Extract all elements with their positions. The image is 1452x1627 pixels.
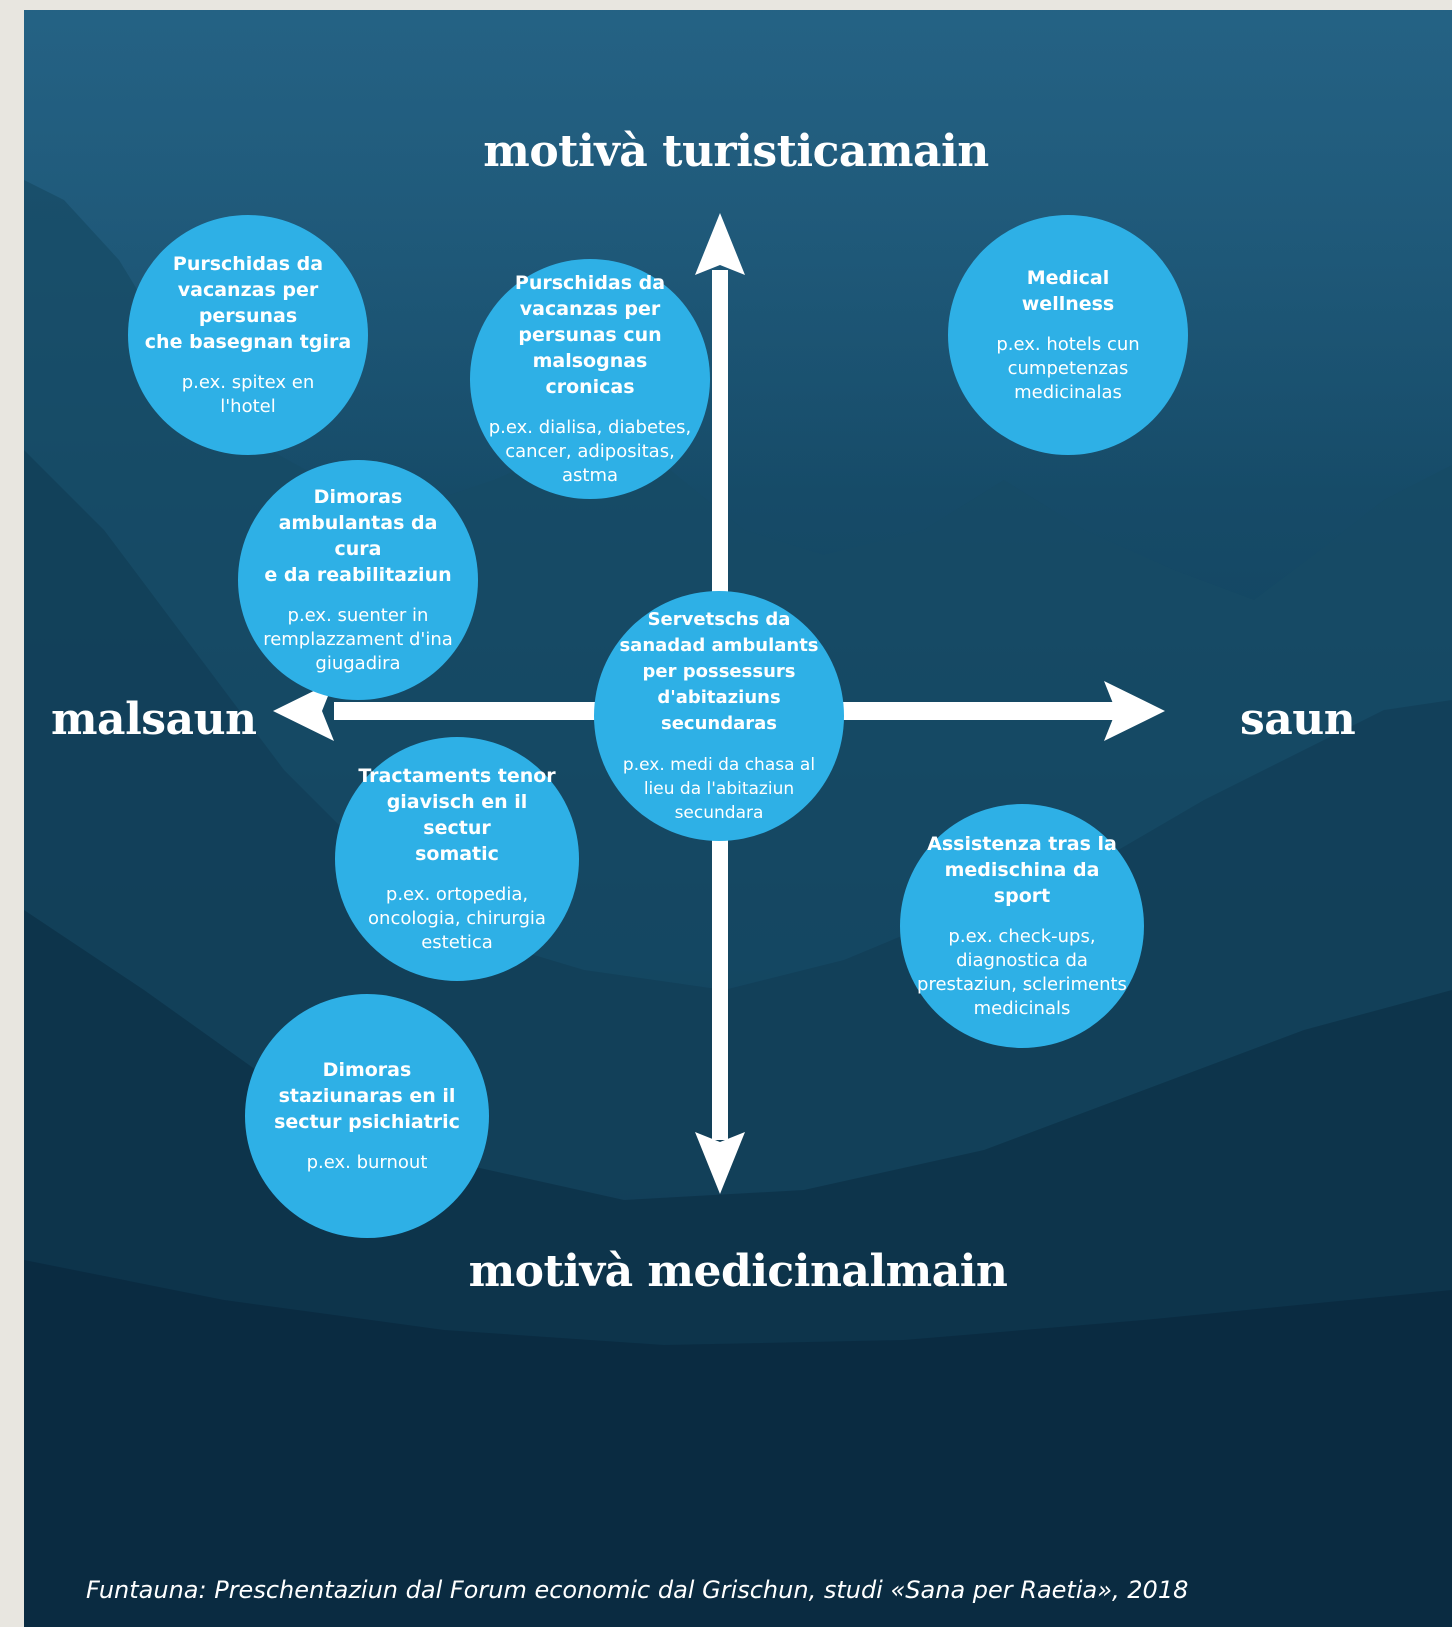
- bubble-dimoras-cura: Dimoras ambulantas da cura e da reabilit…: [238, 460, 478, 700]
- bubble-medical-wellness: Medical wellness p.ex. hotels cun cumpet…: [948, 215, 1188, 455]
- bubble-example: p.ex. suenter in remplazzament d'ina giu…: [263, 605, 453, 674]
- bubble-title: Dimoras ambulantas da cura e da reabilit…: [264, 486, 452, 586]
- bubble-example: p.ex. check-ups, diagnostica da prestazi…: [917, 926, 1127, 1019]
- bubble-tractaments: Tractaments tenor giavisch en il sectur …: [335, 737, 579, 981]
- arrow-up-head: [695, 213, 745, 275]
- axis-label-top: motivà turisticamain: [483, 126, 989, 177]
- axis-label-bottom: motivà medicinalmain: [468, 1246, 1008, 1297]
- arrow-down-head: [695, 1132, 745, 1194]
- bubble-title: Assistenza tras la medischina da sport: [927, 833, 1117, 907]
- bubble-title: Servetschs da sanadad ambulants per poss…: [619, 609, 819, 734]
- axis-label-left: malsaun: [51, 694, 257, 745]
- source-footnote: Funtauna: Preschentaziun dal Forum econo…: [86, 1576, 1189, 1604]
- bubble-servetschs: Servetschs da sanadad ambulants per poss…: [594, 591, 844, 841]
- bubble-example: p.ex. spitex en l'hotel: [181, 372, 315, 417]
- bubble-assistenza: Assistenza tras la medischina da sport p…: [900, 804, 1144, 1048]
- bubble-vacanzas-cronicas: Purschidas da vacanzas per persunas cun …: [470, 259, 710, 499]
- diagram-panel: motivà turisticamain motivà medicinalmai…: [24, 10, 1452, 1627]
- bubble-example: p.ex. medi da chasa al lieu da l'abitazi…: [622, 755, 816, 823]
- bubble-example: p.ex. dialisa, diabetes, cancer, adiposi…: [488, 417, 692, 486]
- bubble-title: Medical wellness: [1021, 267, 1115, 315]
- arrow-right-head: [1104, 681, 1165, 741]
- bubble-title: Tractaments tenor giavisch en il sectur …: [358, 765, 556, 865]
- arrow-left-head: [273, 681, 334, 741]
- bubble-title: Purschidas da vacanzas per persunas cun …: [514, 272, 666, 398]
- bubble-example: p.ex. burnout: [306, 1152, 428, 1173]
- bubble-dimoras-psichiatric: Dimoras staziunaras en il sectur psichia…: [245, 994, 489, 1238]
- bubble-example: p.ex. ortopedia, oncologia, chirurgia es…: [368, 884, 546, 953]
- axis-label-right: saun: [1240, 694, 1356, 745]
- bubble-example: p.ex. hotels cun cumpetenzas medicinalas: [996, 334, 1140, 403]
- bubble-title: Purschidas da vacanzas per persunas che …: [144, 253, 352, 353]
- bubble-vacanzas-tgira: Purschidas da vacanzas per persunas che …: [128, 215, 368, 455]
- bubble-title: Dimoras staziunaras en il sectur psichia…: [274, 1059, 460, 1133]
